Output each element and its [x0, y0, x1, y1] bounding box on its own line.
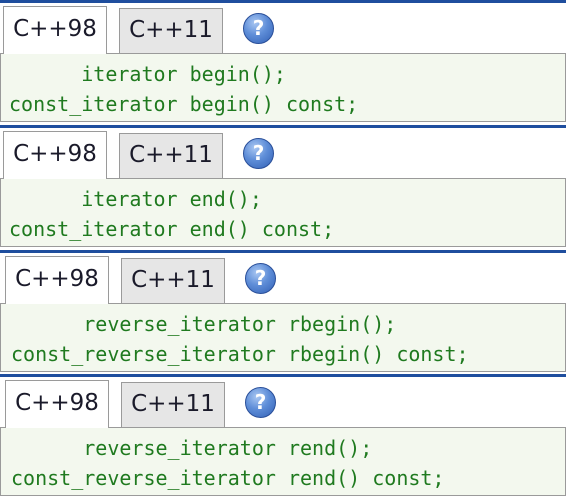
code-line: const_reverse_iterator rbegin() const;	[11, 342, 469, 366]
tab-cpp11[interactable]: C++11	[119, 133, 223, 178]
panel-rend: C++98 C++11 ? reverse_iterator rend(); c…	[0, 374, 566, 498]
code-line: iterator begin();	[9, 62, 286, 86]
help-icon[interactable]: ?	[243, 138, 274, 169]
code-block: iterator end(); const_iterator end() con…	[0, 178, 566, 247]
panel-end: C++98 C++11 ? iterator end(); const_iter…	[0, 125, 566, 249]
tab-cpp98[interactable]: C++98	[3, 6, 107, 54]
code-line: reverse_iterator rbegin();	[11, 312, 397, 336]
tab-cpp98[interactable]: C++98	[5, 380, 109, 428]
version-tabs: C++98 C++11 ?	[0, 128, 566, 179]
code-line: reverse_iterator rend();	[11, 436, 373, 460]
version-tabs: C++98 C++11 ?	[0, 3, 566, 54]
tab-cpp98[interactable]: C++98	[5, 256, 109, 304]
code-block: reverse_iterator rbegin(); const_reverse…	[0, 303, 566, 372]
code-block: reverse_iterator rend(); const_reverse_i…	[0, 427, 566, 496]
help-icon[interactable]: ?	[245, 263, 276, 294]
panel-begin: C++98 C++11 ? iterator begin(); const_it…	[0, 0, 566, 124]
tab-cpp98[interactable]: C++98	[3, 131, 107, 179]
version-tabs: C++98 C++11 ?	[0, 253, 566, 304]
help-icon[interactable]: ?	[245, 387, 276, 418]
tab-cpp11[interactable]: C++11	[121, 258, 225, 303]
code-line: const_iterator begin() const;	[9, 92, 359, 116]
tab-cpp11[interactable]: C++11	[119, 8, 223, 53]
code-line: const_iterator end() const;	[9, 217, 335, 241]
code-block: iterator begin(); const_iterator begin()…	[0, 53, 566, 122]
tab-cpp11[interactable]: C++11	[121, 382, 225, 427]
code-line: iterator end();	[9, 187, 262, 211]
help-icon[interactable]: ?	[243, 13, 274, 44]
code-line: const_reverse_iterator rend() const;	[11, 466, 445, 490]
version-tabs: C++98 C++11 ?	[0, 377, 566, 428]
panel-rbegin: C++98 C++11 ? reverse_iterator rbegin();…	[0, 250, 566, 374]
